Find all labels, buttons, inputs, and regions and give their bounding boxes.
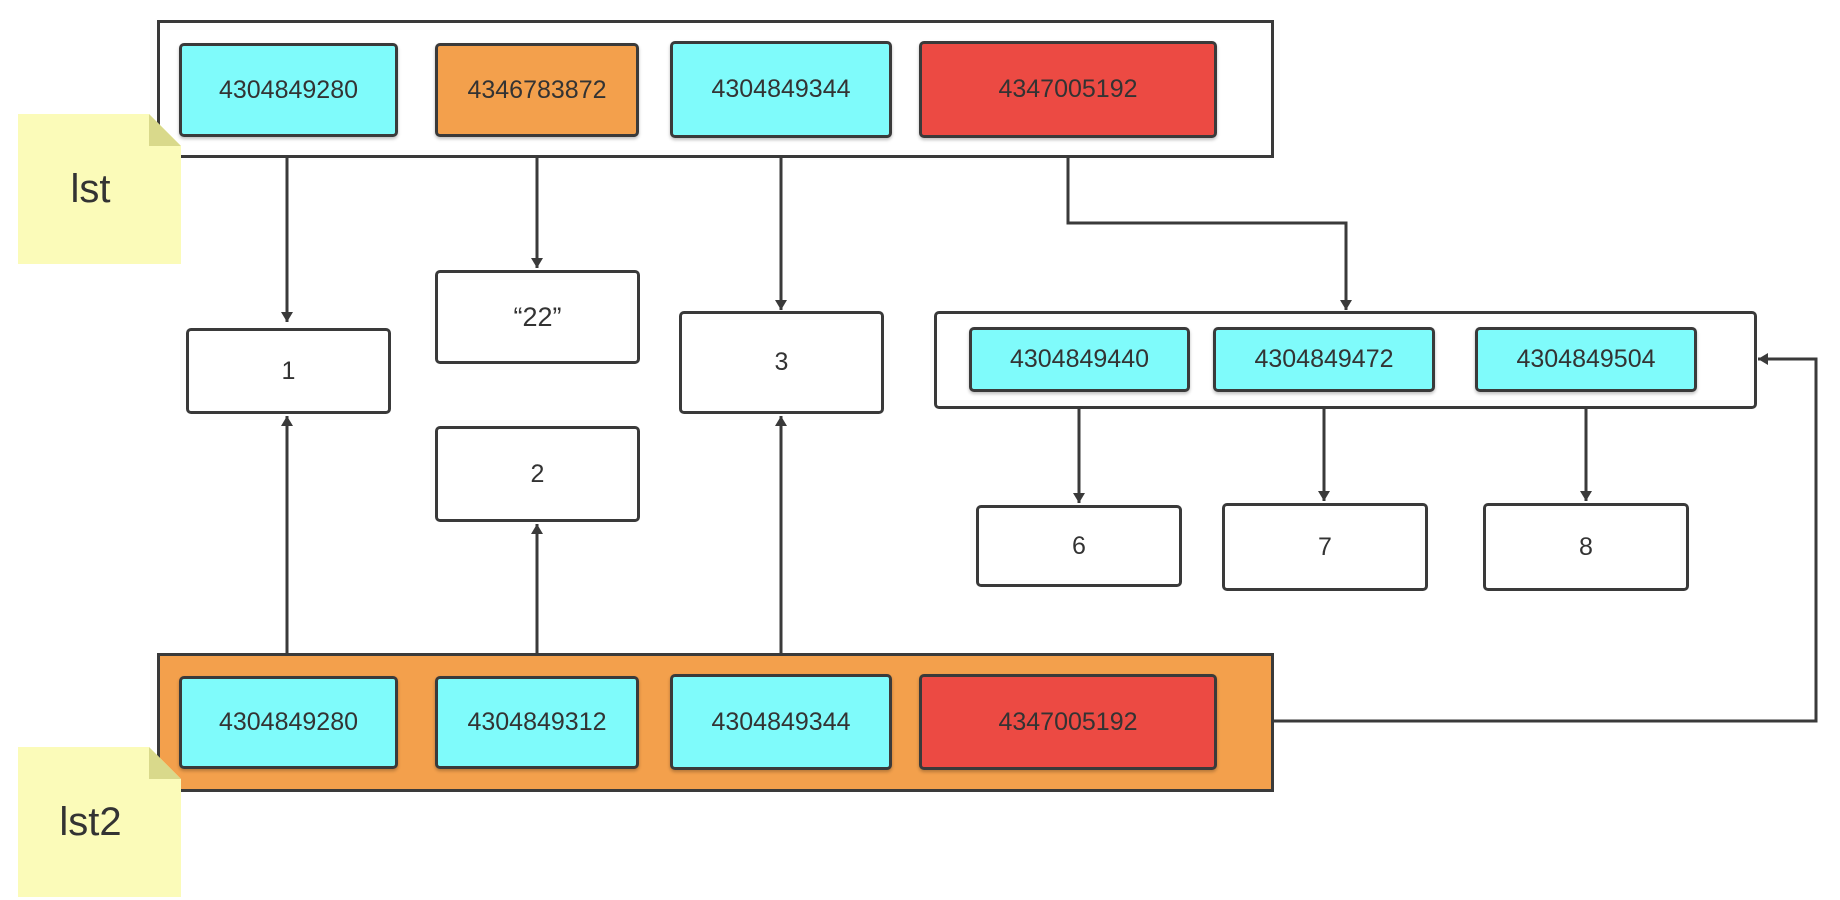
lst-cell-2: 4304849344 [670, 41, 892, 138]
value-box-6: 6 [976, 505, 1182, 587]
value-box-2: 2 [435, 426, 640, 522]
lst-cell-3: 4347005192 [919, 41, 1217, 138]
sublist-cell-2: 4304849504 [1475, 327, 1697, 392]
value-box-8: 8 [1483, 503, 1689, 591]
value-box-3: 3 [679, 311, 884, 414]
lst2-sticky-note: lst2 [18, 747, 181, 897]
lst2-cell-2: 4304849344 [670, 674, 892, 770]
lst2-cell-3: 4347005192 [919, 674, 1217, 770]
lst2-cell-1: 4304849312 [435, 676, 639, 769]
value-box-7: 7 [1222, 503, 1428, 591]
lst2-cell-0: 4304849280 [179, 676, 398, 769]
arrow-lst2-3-to-sublist [1216, 353, 1818, 723]
sublist-cell-0: 4304849440 [969, 327, 1190, 392]
lst-cell-0: 4304849280 [179, 43, 398, 137]
arrow-lst-3-to-sublist [1066, 138, 1352, 310]
lst2-label: lst2 [59, 799, 122, 844]
sublist-cell-1: 4304849472 [1213, 327, 1435, 392]
lst-cell-1: 4346783872 [435, 43, 639, 137]
value-box-22: “22” [435, 270, 640, 364]
value-box-1: 1 [186, 328, 391, 414]
lst-label: lst [70, 166, 111, 211]
lst-sticky-note: lst [18, 114, 181, 264]
